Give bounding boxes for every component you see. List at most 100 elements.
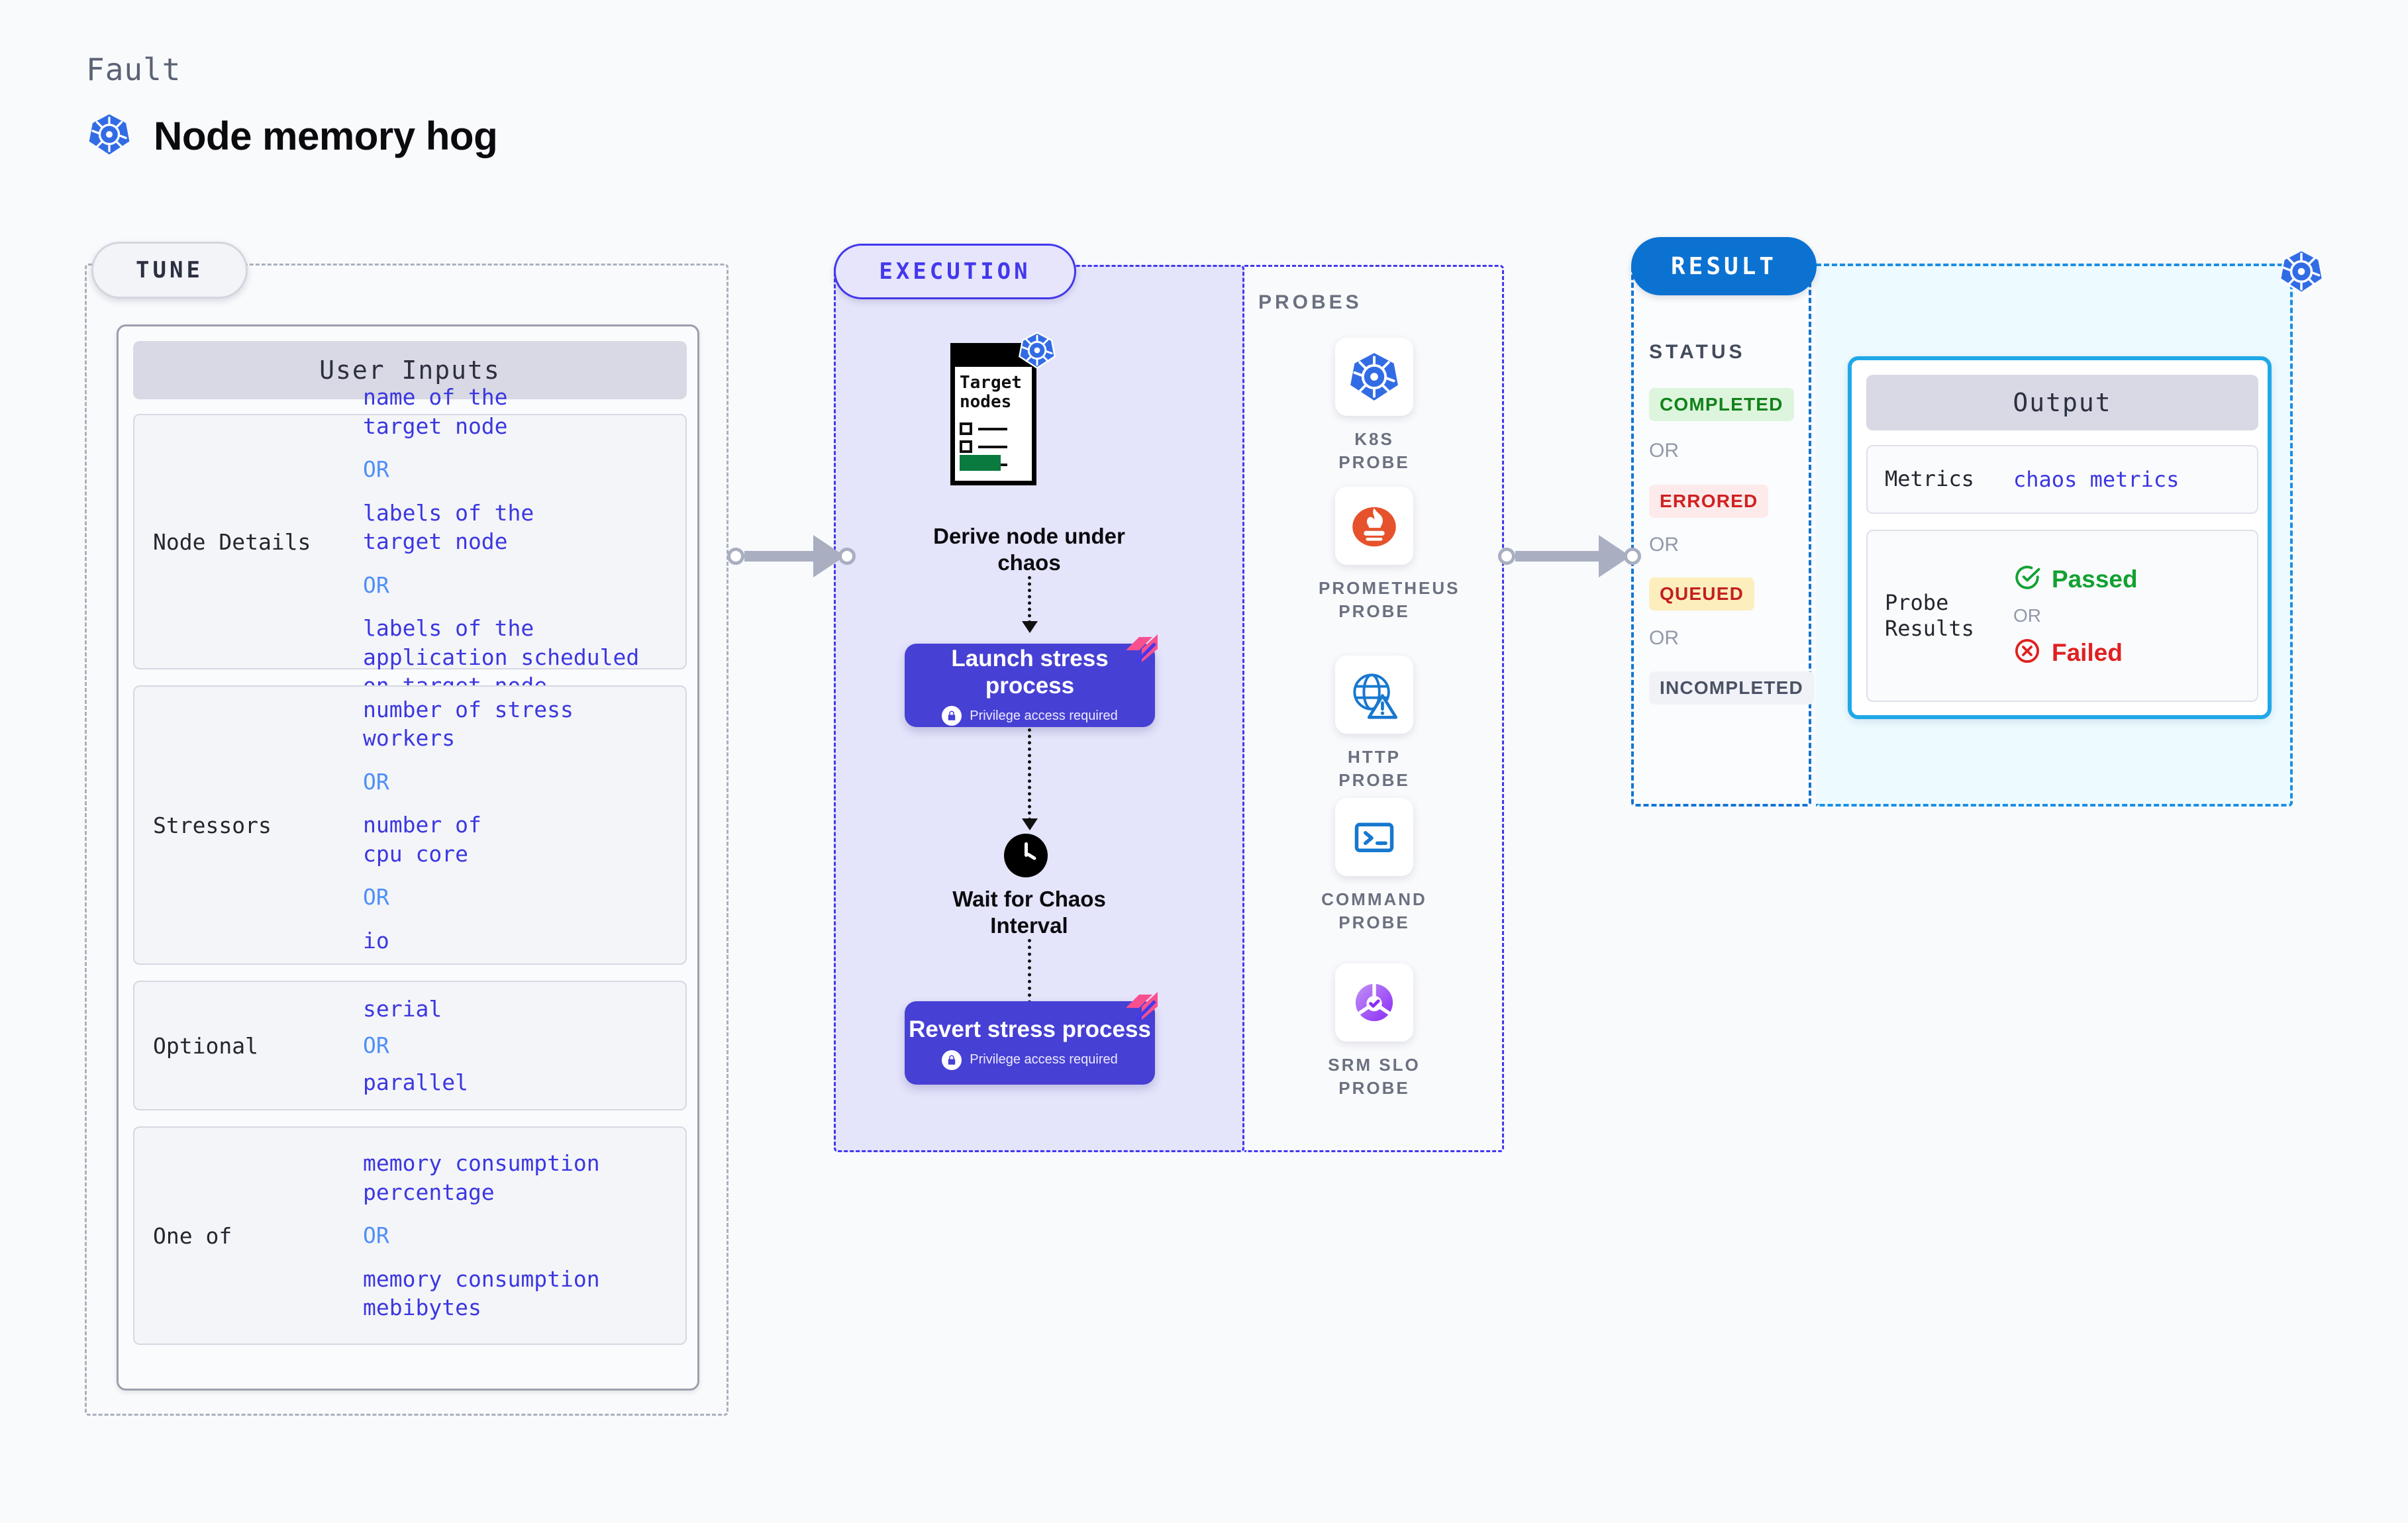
output-row-metrics[interactable]: Metrics chaos metrics (1866, 445, 2258, 514)
input-value: serial (363, 995, 442, 1022)
connector-execution-result (1498, 535, 1641, 577)
probe-http[interactable]: HTTP PROBE (1319, 656, 1430, 792)
privilege-note: Privilege access required (942, 706, 1118, 726)
probe-command[interactable]: COMMAND PROBE (1319, 798, 1430, 934)
flow-arrowhead-2 (1022, 818, 1038, 830)
status-separator: OR (1649, 440, 1679, 462)
output-row-probe-results[interactable]: Probe Results Passed OR Failed (1866, 530, 2258, 702)
execution-pill-label: EXECUTION (834, 244, 1076, 299)
fault-kicker: Fault (86, 52, 181, 87)
probe-result-passed: Passed (2013, 564, 2257, 595)
status-badge-queued: QUEUED (1649, 577, 1754, 611)
privilege-note: Privilege access required (942, 1050, 1118, 1070)
flow-arrow-2 (1028, 728, 1031, 821)
input-row-node-details[interactable]: Node Details name of the target node OR … (133, 384, 687, 699)
kubernetes-icon (2278, 248, 2325, 298)
input-row-label: One of (153, 1222, 232, 1249)
fault-title-row: Node memory hog (87, 113, 498, 160)
input-separator: OR (363, 456, 389, 483)
probe-k8s[interactable]: K8S PROBE (1319, 338, 1430, 474)
probe-label: PROMETHEUS PROBE (1319, 578, 1460, 622)
status-badge-errored: ERRORED (1649, 485, 1769, 518)
status-section-label: STATUS (1649, 341, 1746, 363)
harness-corner-badge (1123, 633, 1160, 666)
input-row-stressors[interactable]: Stressors number of stress workers OR nu… (133, 685, 687, 965)
status-badge-incompleted: INCOMPLETED (1649, 671, 1814, 705)
probe-label: COMMAND PROBE (1321, 889, 1427, 933)
input-row-label: Optional (153, 1032, 258, 1059)
input-value: labels of the target node (363, 499, 534, 555)
status-separator: OR (1649, 534, 1679, 556)
input-row-label: Node Details (153, 528, 311, 555)
input-value: number of cpu core (363, 812, 481, 867)
step-launch-stress-process[interactable]: Launch stress process Privilege access r… (905, 634, 1158, 727)
clock-icon (1004, 834, 1048, 877)
privilege-text: Privilege access required (970, 1052, 1118, 1067)
target-nodes-terminal-icon: Target nodes (950, 343, 1036, 485)
output-header: Output (1866, 375, 2258, 430)
prometheus-icon (1335, 487, 1413, 565)
user-inputs-card: User Inputs Node Details name of the tar… (117, 324, 699, 1391)
input-separator: OR (363, 1222, 389, 1249)
user-inputs-header: User Inputs (133, 341, 687, 399)
tune-pill-label: TUNE (91, 242, 248, 299)
flow-arrowhead-1 (1022, 621, 1038, 633)
input-value: io (363, 927, 389, 954)
probes-section-label: PROBES (1258, 291, 1362, 313)
input-separator: OR (363, 768, 389, 795)
connector-tune-execution (727, 535, 856, 577)
input-separator: OR (363, 884, 389, 910)
kubernetes-icon (87, 113, 131, 160)
input-separator: OR (363, 1032, 389, 1059)
input-row-label: Stressors (153, 812, 272, 838)
input-value: memory consumption percentage (363, 1150, 600, 1205)
connector-line (1515, 551, 1601, 562)
flow-arrow-1 (1028, 576, 1031, 624)
probe-result-label: Failed (2052, 638, 2123, 666)
input-row-one-of[interactable]: One of memory consumption percentage OR … (133, 1126, 687, 1345)
lock-icon (942, 1050, 962, 1070)
input-row-optional[interactable]: Optional serial OR parallel (133, 981, 687, 1110)
probe-srm-slo[interactable]: SRM SLO PROBE (1319, 963, 1430, 1100)
probe-prometheus[interactable]: PROMETHEUS PROBE (1319, 487, 1460, 623)
flow-arrow-3 (1028, 939, 1031, 1010)
step-caption-derive: Derive node under chaos (933, 524, 1125, 575)
output-card: Output Metrics chaos metrics Probe Resul… (1848, 356, 2272, 719)
input-value: memory consumption mebibytes (363, 1265, 600, 1321)
kubernetes-icon (1335, 338, 1413, 416)
output-row-label: Metrics (1885, 466, 1974, 492)
x-circle-icon (2013, 637, 2041, 668)
step-caption-wait: Wait for Chaos Interval (952, 887, 1106, 938)
status-separator: OR (1649, 627, 1679, 649)
harness-corner-badge (1123, 991, 1160, 1024)
step-revert-stress-process[interactable]: Revert stress process Privilege access r… (905, 992, 1158, 1085)
check-circle-icon (2013, 564, 2041, 595)
probe-label: SRM SLO PROBE (1328, 1055, 1421, 1099)
page-title: Node memory hog (154, 114, 498, 158)
step-title: Launch stress process (951, 645, 1109, 699)
result-pill-label: RESULT (1631, 237, 1817, 295)
privilege-text: Privilege access required (970, 708, 1118, 723)
probe-result-label: Passed (2052, 565, 2138, 593)
output-separator: OR (2013, 605, 2041, 626)
input-separator: OR (363, 571, 389, 598)
lock-icon (942, 706, 962, 726)
connector-end-dot (1624, 548, 1641, 565)
globe-warning-icon (1335, 656, 1413, 734)
input-value: name of the target node (363, 384, 508, 439)
srm-slo-icon (1335, 963, 1413, 1042)
input-value: number of stress workers (363, 696, 574, 752)
connector-start-dot (1498, 548, 1515, 565)
connector-line (744, 551, 816, 562)
tune-section (85, 264, 728, 1416)
step-title: Revert stress process (909, 1016, 1151, 1043)
output-row-value: chaos metrics (2013, 467, 2180, 492)
output-row-label: Probe Results (1885, 589, 1974, 641)
connector-start-dot (727, 548, 744, 565)
connector-end-dot (838, 548, 856, 565)
terminal-prompt-icon (1335, 798, 1413, 876)
status-badge-completed: COMPLETED (1649, 388, 1794, 421)
kubernetes-icon (1018, 331, 1056, 373)
probe-label: K8S PROBE (1338, 429, 1410, 473)
input-value: parallel (363, 1069, 468, 1095)
